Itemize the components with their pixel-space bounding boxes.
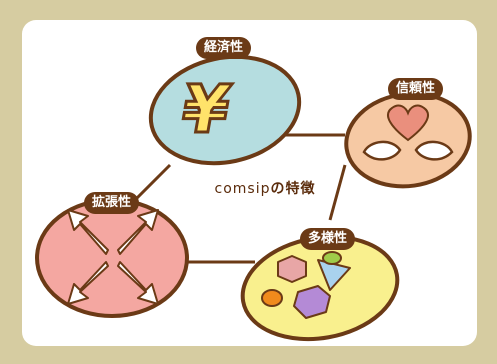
economy-node: ¥ <box>148 54 302 166</box>
feature-label-reliability: 信頼性 <box>388 78 444 100</box>
diversity-node <box>240 234 400 342</box>
feature-label-economy: 経済性 <box>196 37 252 59</box>
shapes-icon <box>261 251 351 319</box>
reliability-node <box>344 91 472 189</box>
extensibility-node <box>35 198 189 318</box>
feature-label-diversity: 多様性 <box>300 228 356 250</box>
diagram-center-title: comsipの特徴 <box>190 178 340 198</box>
expanding-arrows-icon <box>67 209 159 305</box>
center-suffix: の特徴 <box>270 181 316 197</box>
heart-hands-icon <box>362 104 454 161</box>
connector-diversity-reliability <box>328 164 347 221</box>
feature-label-extensibility: 拡張性 <box>84 192 140 214</box>
center-brand: comsip <box>214 181 271 197</box>
